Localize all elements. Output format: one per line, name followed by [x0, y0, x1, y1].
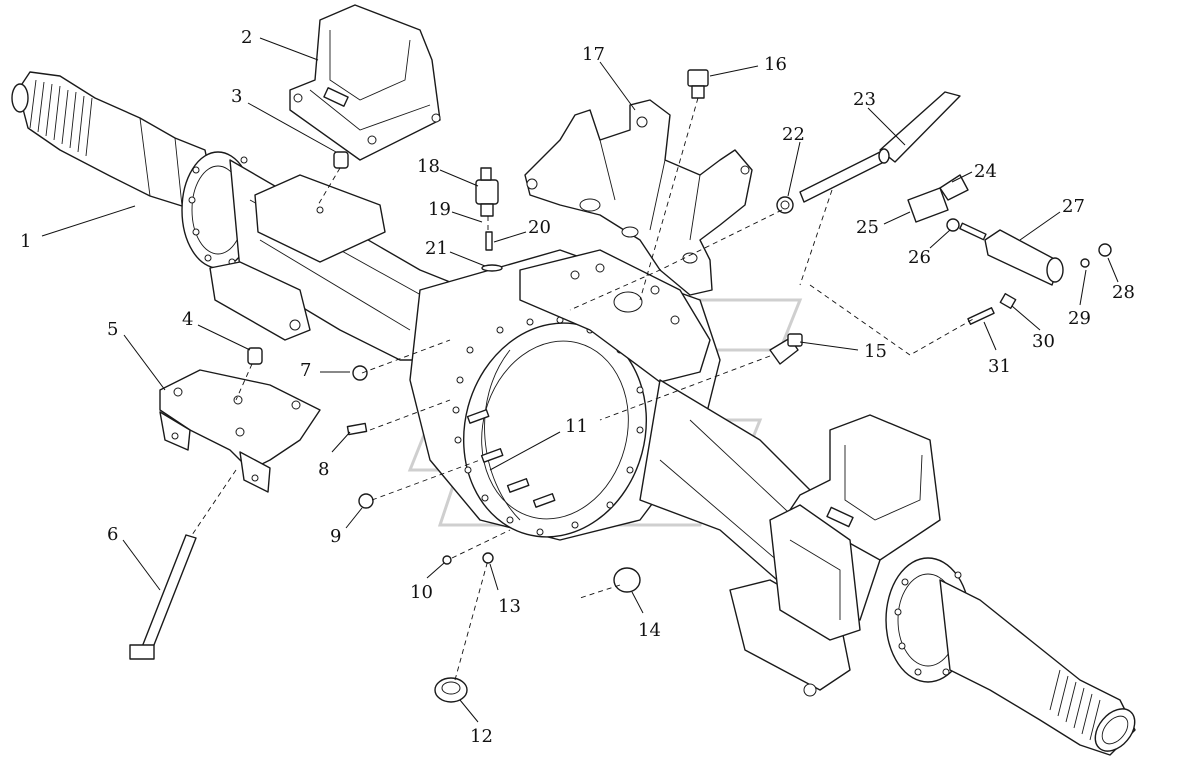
callout-30: 30 [1011, 305, 1055, 352]
callout-label-12: 12 [470, 726, 493, 747]
callout-9: 9 [330, 507, 363, 547]
callout-label-19: 19 [428, 199, 451, 220]
callout-label-26: 26 [908, 247, 931, 268]
callout-label-3: 3 [231, 86, 242, 107]
callout-13: 13 [489, 563, 521, 617]
callout-label-5: 5 [107, 319, 118, 340]
callout-29: 29 [1068, 269, 1091, 329]
callout-label-25: 25 [856, 217, 879, 238]
part-24-clip [939, 174, 969, 201]
callout-label-22: 22 [782, 124, 805, 145]
part-6-bolt [129, 534, 197, 660]
callout-label-4: 4 [182, 309, 193, 330]
callout-20: 20 [493, 217, 551, 243]
part-16-bolt [687, 69, 709, 99]
callout-27: 27 [1019, 196, 1085, 241]
part-26-nut [946, 218, 960, 232]
callout-6: 6 [107, 524, 161, 591]
part-12-cap [434, 677, 468, 703]
callout-label-23: 23 [853, 89, 876, 110]
callout-label-10: 10 [410, 582, 433, 603]
callout-28: 28 [1107, 257, 1135, 303]
callout-label-21: 21 [425, 238, 448, 259]
callout-26: 26 [908, 229, 951, 268]
callout-label-29: 29 [1068, 308, 1091, 329]
callout-3: 3 [231, 86, 337, 153]
callout-label-24: 24 [974, 161, 997, 182]
callout-22: 22 [782, 124, 805, 197]
callout-25: 25 [856, 211, 911, 238]
part-3-bushing [333, 151, 349, 169]
part-27-cylinder [959, 222, 1064, 286]
callout-label-28: 28 [1112, 282, 1135, 303]
part-28-nut [1098, 243, 1112, 257]
callout-12: 12 [459, 699, 493, 747]
callout-23: 23 [853, 89, 906, 146]
callout-label-8: 8 [318, 459, 329, 480]
assembly-lines [191, 97, 976, 681]
part-29-washer [1080, 258, 1090, 268]
callout-21: 21 [425, 238, 486, 267]
callout-label-18: 18 [417, 156, 440, 177]
part-18-sensor [475, 167, 499, 217]
callout-label-11: 11 [565, 416, 588, 437]
callout-label-27: 27 [1062, 196, 1085, 217]
part-8-pin [346, 422, 368, 436]
part-4-bushing [247, 347, 263, 365]
part-11-studs [466, 409, 556, 508]
callout-18: 18 [417, 156, 479, 187]
callout-label-30: 30 [1032, 331, 1055, 352]
callout-label-14: 14 [638, 620, 661, 641]
part-13-screw [482, 552, 494, 564]
callout-14: 14 [631, 591, 661, 641]
part-15-fitting [769, 333, 803, 365]
part-17-bracket [524, 99, 753, 296]
part-25-clevis [907, 187, 949, 223]
callout-11: 11 [489, 416, 588, 471]
part-30-sleeve [999, 292, 1017, 310]
callout-7: 7 [300, 360, 350, 381]
part-14-plug [613, 567, 641, 593]
part-5-plate [159, 369, 321, 493]
callout-label-6: 6 [107, 524, 118, 545]
callout-1: 1 [20, 205, 136, 252]
part-23-shaft-lever [799, 91, 961, 203]
part-7-plug [352, 365, 368, 381]
callout-16: 16 [709, 54, 787, 77]
callout-19: 19 [428, 199, 483, 223]
callout-17: 17 [582, 44, 636, 111]
callout-5: 5 [107, 319, 166, 391]
part-9-nut [358, 493, 374, 509]
callout-label-2: 2 [241, 27, 252, 48]
callout-10: 10 [410, 562, 445, 603]
callout-label-17: 17 [582, 44, 605, 65]
callout-31: 31 [983, 321, 1011, 377]
callout-15: 15 [799, 341, 887, 362]
part-20-pin [485, 231, 493, 251]
callout-label-7: 7 [300, 360, 311, 381]
callout-label-9: 9 [330, 526, 341, 547]
callout-label-20: 20 [528, 217, 551, 238]
part-2-spring-seat [289, 4, 441, 161]
callout-label-15: 15 [864, 341, 887, 362]
callout-4: 4 [182, 309, 251, 351]
callout-label-1: 1 [20, 231, 31, 252]
right-spring-seat [769, 414, 941, 641]
callout-label-16: 16 [764, 54, 787, 75]
part-10-plug [442, 555, 452, 565]
part-22-washer [776, 196, 794, 214]
callout-label-13: 13 [498, 596, 521, 617]
part-21-washer [481, 264, 503, 272]
part-31-stud [967, 307, 995, 325]
callout-label-31: 31 [988, 356, 1011, 377]
callout-2: 2 [241, 27, 319, 61]
callout-8: 8 [318, 431, 351, 480]
callout-24: 24 [951, 161, 997, 183]
